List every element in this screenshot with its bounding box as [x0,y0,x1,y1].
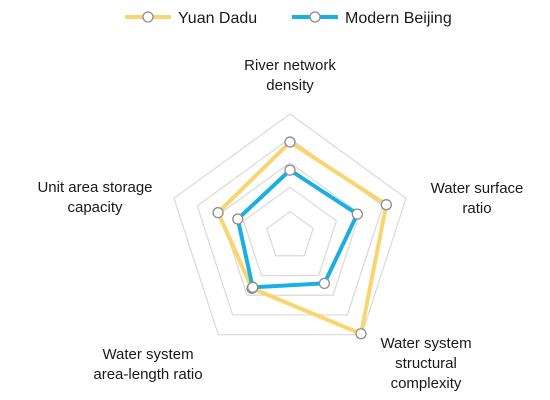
data-point-modern-beijing-4 [247,281,259,293]
data-point-modern-beijing-3 [318,277,331,290]
axis-label-line: Unit area storage [37,179,152,196]
axis-label-line: capacity [67,199,123,216]
axis-label-line: Water system [380,335,471,352]
data-point-yuan-dadu-2 [380,199,392,211]
axis-label-line: density [266,77,314,94]
series-line-modern-beijing [235,167,360,290]
axis-label-line: ratio [462,200,491,217]
data-point-modern-beijing-1 [284,164,296,176]
data-point-yuan-dadu-5 [212,206,224,219]
axis-label-3: Water system structural complexity [380,335,471,392]
grid-ring-1 [266,210,314,257]
axis-label-line: River network [244,57,336,74]
data-point-yuan-dadu-1 [284,136,296,148]
legend-swatch-marker [142,11,154,23]
grid-ring-5 [173,113,407,336]
axis-label-5: Unit area storage capacity [37,179,152,216]
legend-swatch-marker [309,11,321,23]
data-point-modern-beijing-2 [351,208,363,220]
legend-item-yuan-dadu: Yuan Dadu [125,10,257,27]
legend-label: Yuan Dadu [178,10,257,27]
axis-label-line: Water system [102,346,193,363]
radar-series [212,136,392,340]
legend-label: Modern Beijing [345,10,452,27]
axis-label-line: Water surface [431,180,524,197]
legend-item-modern-beijing: Modern Beijing [292,10,452,27]
data-point-modern-beijing-5 [232,213,244,225]
axis-label-2: Water surface ratio [431,180,524,217]
legend: Yuan Dadu Modern Beijing [125,10,452,27]
grid-ring-3 [219,162,361,296]
series-line-yuan-dadu [215,139,389,337]
axis-label-line: area-length ratio [93,366,202,383]
grid-ring-2 [242,186,338,277]
axis-label-1: River network density [244,57,336,94]
data-point-yuan-dadu-3 [355,328,367,340]
axis-label-line: structural [395,355,457,372]
axis-label-4: Water system area-length ratio [93,346,202,383]
axis-label-line: complexity [391,375,462,392]
